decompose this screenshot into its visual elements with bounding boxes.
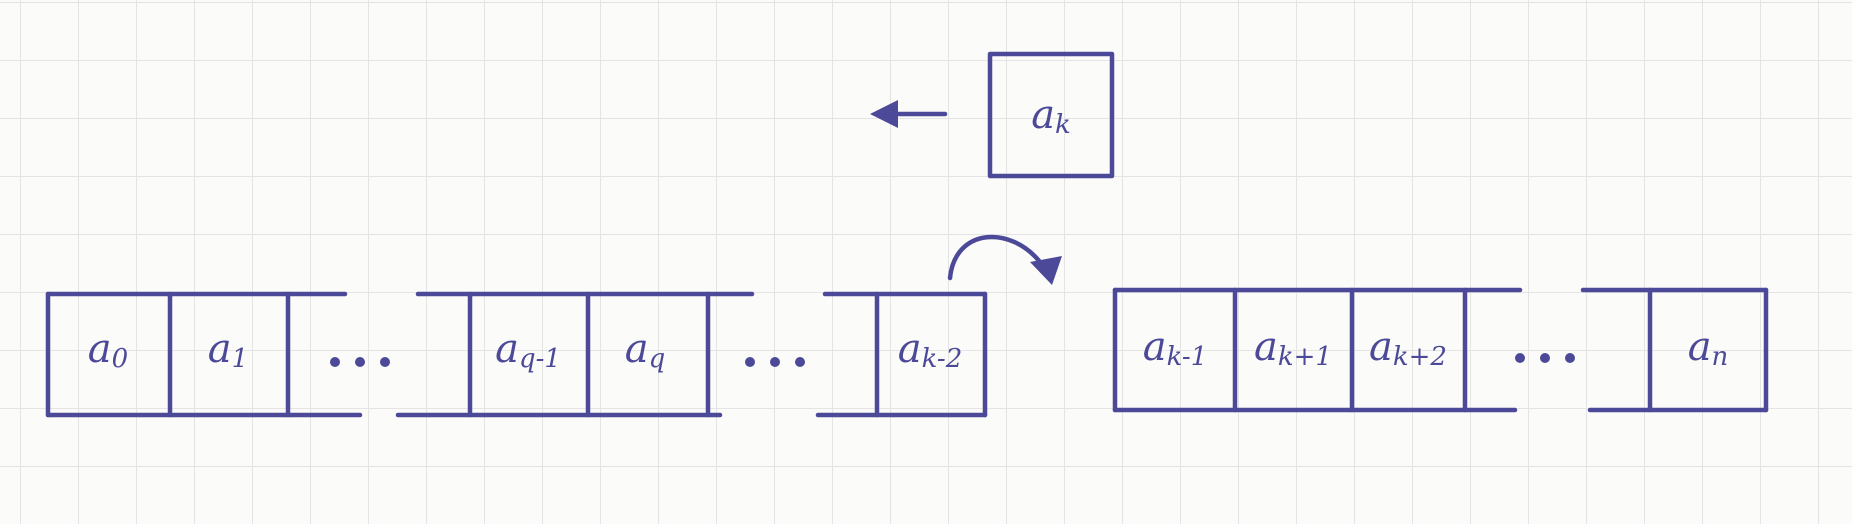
- cell-a-k: [987, 51, 1115, 179]
- left-array-block: a0 a1 aq-1 aq ak-2: [45, 291, 988, 418]
- removed-element-group: ak: [870, 51, 1115, 179]
- curved-arrow-path: [947, 234, 1043, 281]
- label-a-n: an: [1688, 324, 1729, 372]
- ellipsis-3: [1515, 353, 1575, 363]
- label-a-q-1: aq-1: [495, 326, 561, 374]
- label-a-q: aq: [625, 326, 666, 374]
- label-a-k-1: ak-1: [1143, 324, 1207, 372]
- ellipsis-2: [745, 357, 805, 367]
- label-a-k+1: ak+1: [1254, 324, 1332, 372]
- label-a-k-2: ak-2: [898, 326, 962, 374]
- curved-arrow-head-icon: [1030, 256, 1062, 285]
- arrow-left-icon: [870, 100, 898, 128]
- right-array-block: ak-1 ak+1 ak+2 an: [1112, 287, 1769, 413]
- label-a-1: a1: [208, 326, 248, 374]
- shift-arrow: [947, 234, 1062, 285]
- ellipsis-1: [330, 357, 390, 367]
- label-a-k: ak: [1031, 92, 1071, 140]
- label-a-k+2: ak+2: [1369, 324, 1447, 372]
- label-a-0: a0: [88, 326, 128, 374]
